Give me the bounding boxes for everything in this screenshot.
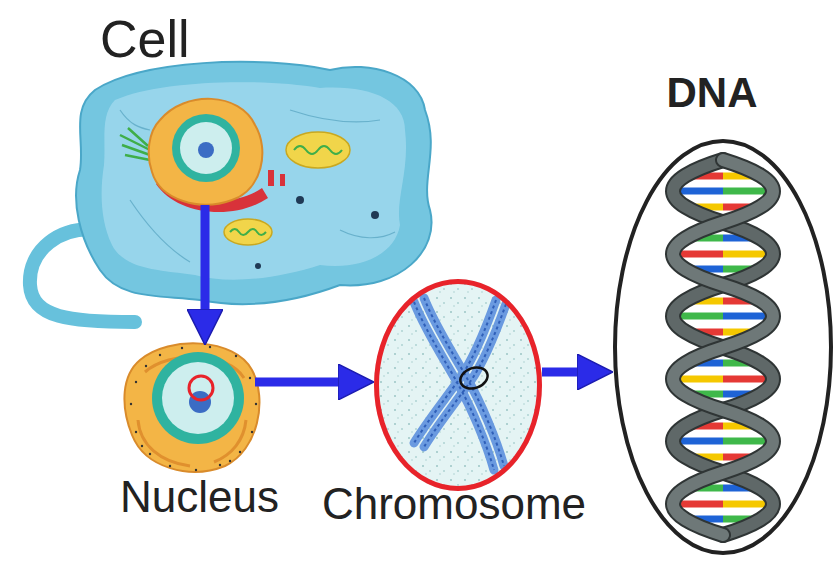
nucleoplasm	[162, 362, 234, 434]
cell-illustration	[30, 62, 432, 322]
helix-strand	[673, 160, 773, 535]
vesicle	[255, 263, 261, 269]
chromosome-speckle	[374, 279, 542, 491]
chromosome-illustration	[374, 279, 542, 491]
cell-membrane	[76, 62, 431, 304]
helix-strand	[673, 160, 773, 535]
zoom-marker	[457, 364, 490, 392]
helix-strand-outline	[673, 160, 773, 535]
node-label: Cell	[100, 10, 190, 70]
flow-arrow	[201, 205, 210, 315]
outline-ellipse	[615, 141, 831, 553]
cell-figure: Cell	[85, 70, 430, 205]
node-outline	[374, 279, 542, 491]
dna-illustration	[613, 139, 833, 555]
chromatid	[414, 300, 496, 443]
chromatid-texture	[414, 298, 506, 470]
mitochondrion	[286, 132, 350, 168]
small-organelle	[268, 170, 285, 186]
cytoplasm	[102, 82, 406, 280]
zoom-marker	[189, 376, 213, 400]
mitochondrion-cristae	[230, 229, 266, 235]
nucleus-figure: Nucleus	[130, 345, 255, 470]
dna-ground	[613, 139, 833, 555]
cell-er	[149, 99, 263, 205]
node-outline	[613, 139, 833, 555]
cell-nucleus-envelope	[172, 114, 240, 182]
cell-nucleoplasm	[180, 122, 232, 174]
dna-oval: DNA	[613, 139, 833, 555]
node-label: Chromosome	[322, 479, 586, 530]
endoplasmic-reticulum	[124, 343, 259, 471]
mitochondrion	[224, 219, 272, 245]
node-label: Nucleus	[120, 472, 279, 523]
ribosome-dots	[130, 346, 257, 471]
vesicle	[371, 211, 379, 219]
flow-arrow	[255, 378, 344, 387]
node-label: DNA	[667, 69, 758, 117]
flow-arrow	[542, 368, 583, 377]
chromosome-circle: Chromosome	[374, 279, 542, 491]
connectors	[205, 205, 583, 382]
cell-nucleolus	[198, 142, 214, 158]
mitochondrion-cristae	[294, 146, 342, 154]
outline-ellipse	[377, 282, 540, 489]
helix-strand-outline	[673, 160, 773, 535]
chloroplast-lines	[120, 128, 150, 160]
nuclear-envelope	[152, 352, 244, 444]
chromosome-ground	[374, 279, 542, 491]
vesicle	[296, 196, 304, 204]
nucleus-illustration	[124, 343, 259, 471]
